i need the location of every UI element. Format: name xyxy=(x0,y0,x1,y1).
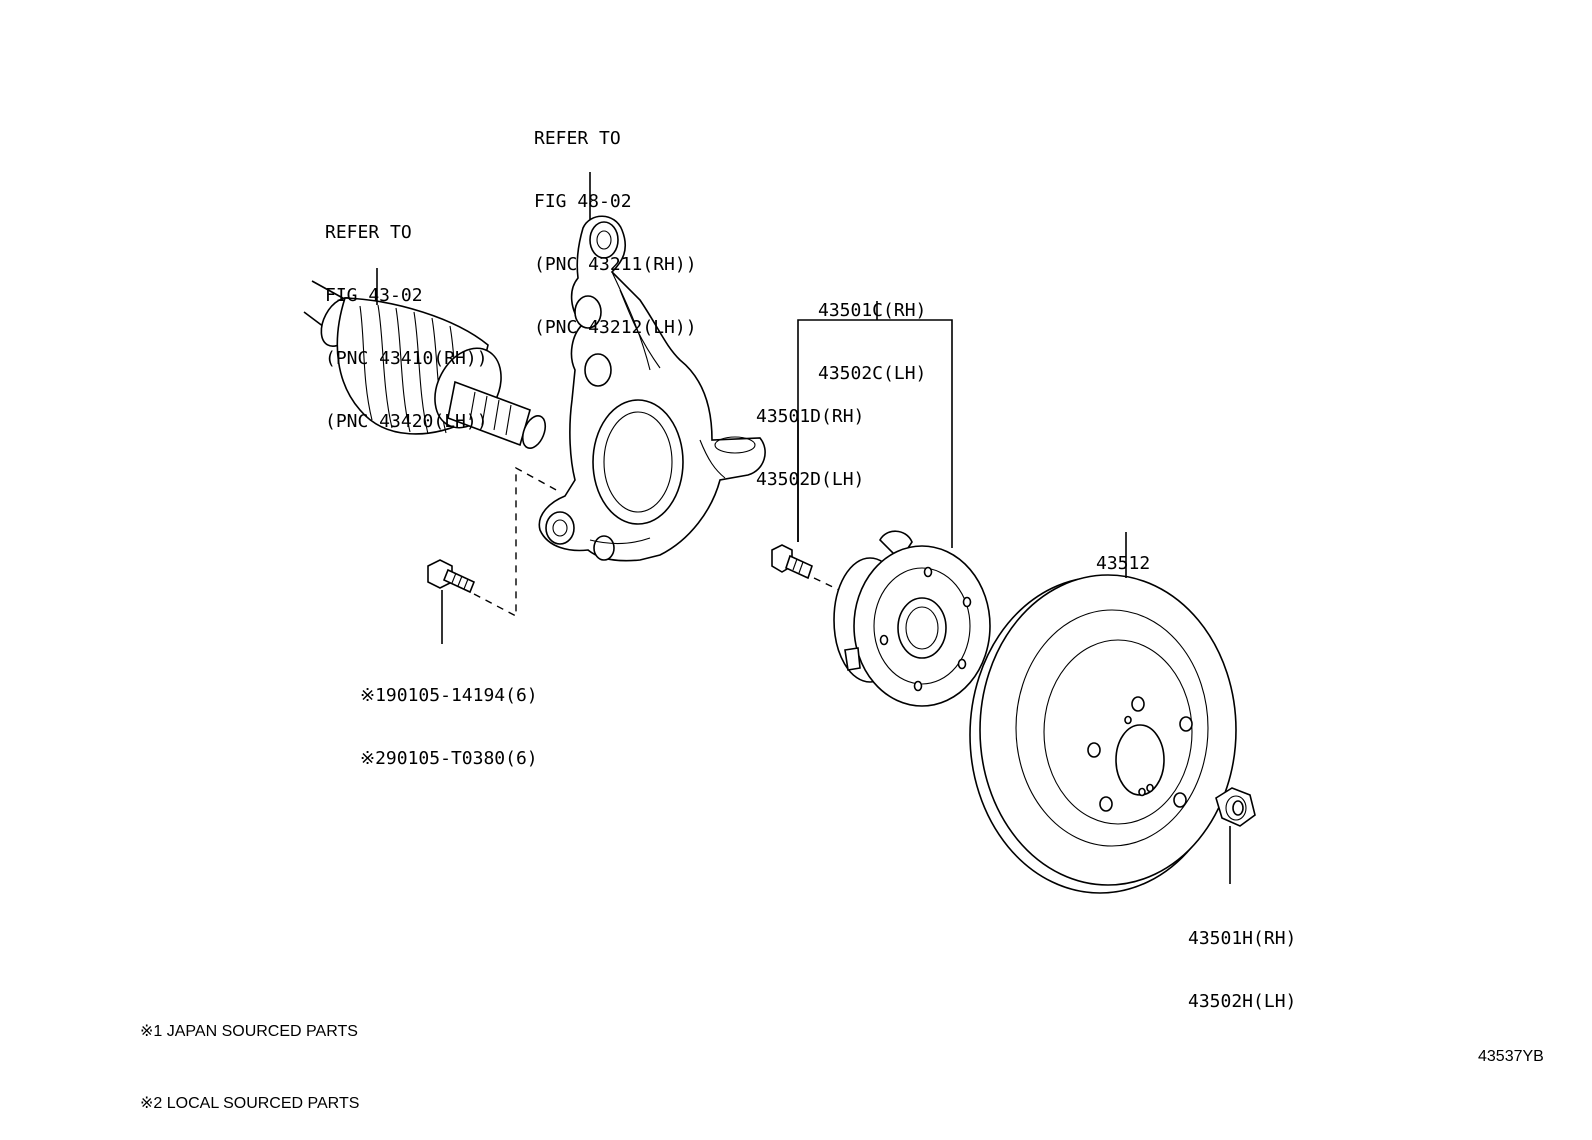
note-japan-sourced: ※1 JAPAN SOURCED PARTS xyxy=(140,1023,358,1040)
callout-line: (PNC 43420(LH)) xyxy=(325,411,488,432)
leader-lines xyxy=(376,172,1231,884)
callout-line: FIG 43-02 xyxy=(325,285,423,306)
hub-nut[interactable] xyxy=(1215,787,1256,827)
part-number[interactable]: 43502C(LH) xyxy=(818,363,927,384)
drive-shaft[interactable] xyxy=(303,280,550,452)
part-number[interactable]: 43501H(RH) xyxy=(1188,928,1297,949)
callout-brake-disc[interactable]: 43512 xyxy=(1096,511,1150,595)
hub-bearing-assembly[interactable] xyxy=(833,530,991,707)
callout-shaft-reference: REFER TO FIG 43-02 (PNC 43410(RH)) (PNC … xyxy=(325,180,488,453)
figure-id: 43537YB xyxy=(1478,1048,1544,1065)
part-number[interactable]: 43502D(LH) xyxy=(756,469,865,490)
callout-hub-assembly[interactable]: 43501C(RH) 43502C(LH) xyxy=(818,258,926,405)
part-number[interactable]: 43512 xyxy=(1096,553,1151,574)
callout-line: (PNC 43212(LH)) xyxy=(534,317,697,338)
callout-line: (PNC 43410(RH)) xyxy=(325,348,488,369)
brake-disc[interactable] xyxy=(969,574,1237,894)
knuckle-bolt[interactable] xyxy=(427,559,476,594)
knuckle-bolt-assembly-line xyxy=(473,466,561,618)
callout-hub-bolt[interactable]: 43501D(RH) 43502D(LH) xyxy=(756,364,864,511)
callout-knuckle-bolt[interactable]: ※190105-14194(6) ※290105-T0380(6) xyxy=(360,643,538,790)
note-local-sourced: ※2 LOCAL SOURCED PARTS xyxy=(140,1095,360,1112)
callout-line: REFER TO xyxy=(534,128,621,149)
callout-line: (PNC 43211(RH)) xyxy=(534,254,697,275)
steering-knuckle[interactable] xyxy=(538,215,766,562)
callout-hub-nut[interactable]: 43501H(RH) 43502H(LH) xyxy=(1188,886,1296,1033)
hub-bolt[interactable] xyxy=(771,544,813,580)
part-number[interactable]: 43501D(RH) xyxy=(756,406,865,427)
part-number[interactable]: ※190105-14194(6) xyxy=(360,685,538,706)
sourcing-notes: ※1 JAPAN SOURCED PARTS ※2 LOCAL SOURCED … xyxy=(140,972,359,1140)
part-number[interactable]: 43502H(LH) xyxy=(1188,991,1297,1012)
callout-knuckle-reference: REFER TO FIG 48-02 (PNC 43211(RH)) (PNC … xyxy=(534,86,697,359)
callout-line: REFER TO xyxy=(325,222,412,243)
part-number[interactable]: 43501C(RH) xyxy=(818,300,927,321)
part-number[interactable]: ※290105-T0380(6) xyxy=(360,748,538,769)
parts-diagram xyxy=(303,172,1256,894)
callout-line: FIG 48-02 xyxy=(534,191,632,212)
